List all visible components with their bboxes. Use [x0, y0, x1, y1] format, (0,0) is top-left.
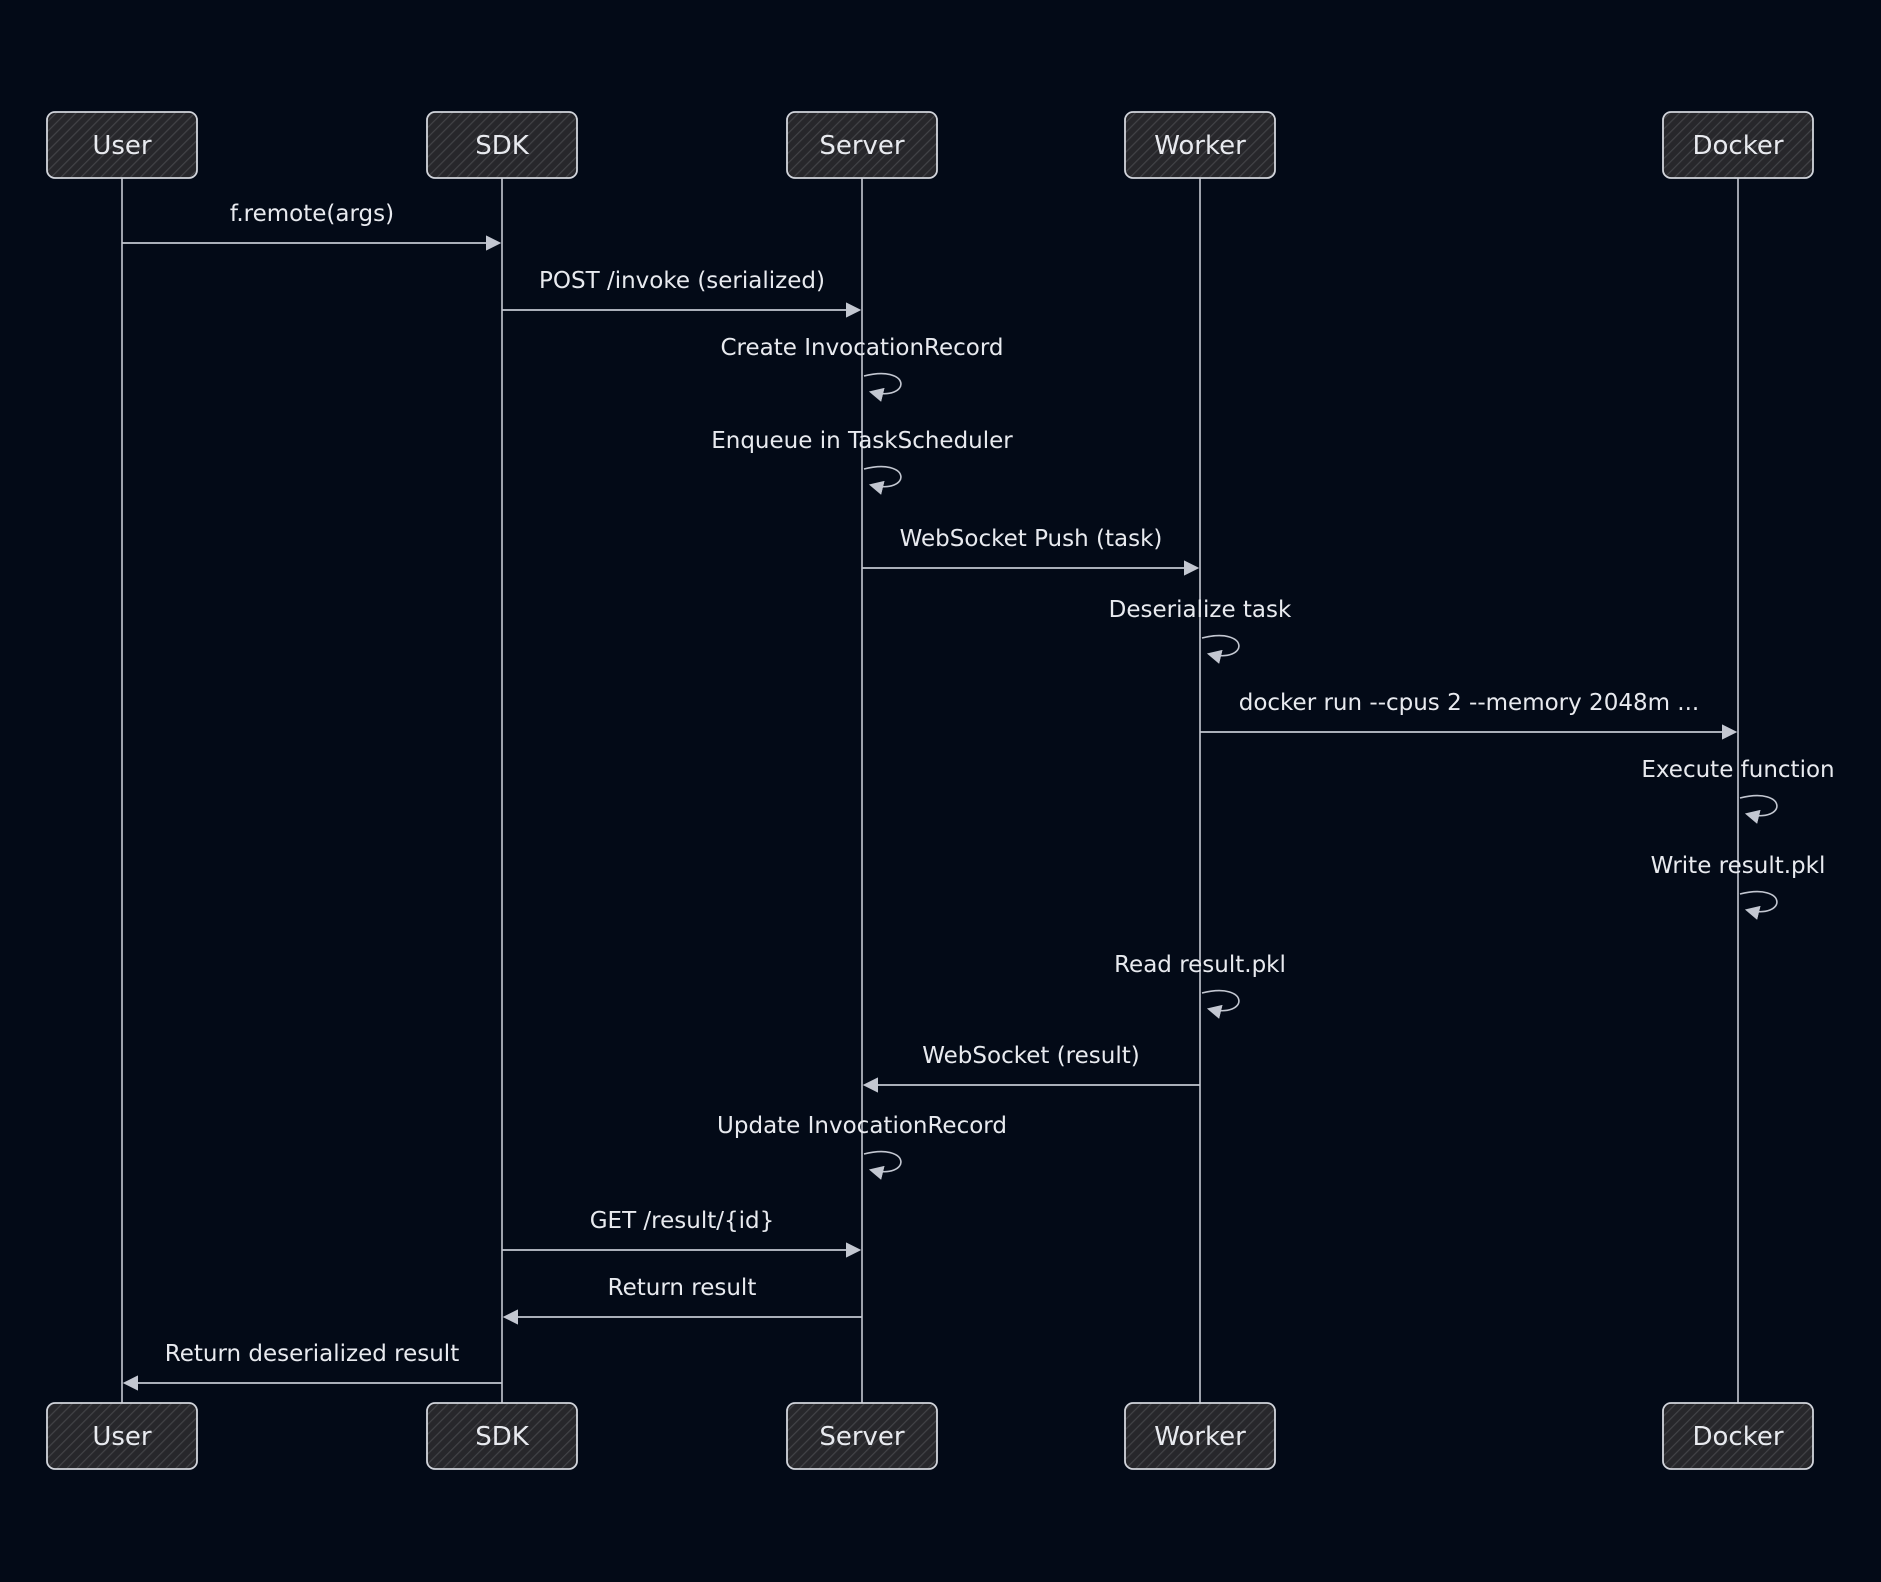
actor-user-top: User: [46, 111, 198, 179]
message-5: WebSocket Push (task): [862, 526, 1200, 576]
actor-box-user-bottom: [46, 1402, 198, 1470]
actor-box-worker-top: [1124, 111, 1276, 179]
self-message-label-12: Update InvocationRecord: [717, 1113, 1007, 1139]
self-message-4: Enqueue in TaskScheduler: [711, 428, 1013, 495]
self-loop-8: [1739, 794, 1778, 824]
actor-label-worker-bottom: Worker: [1154, 1422, 1246, 1452]
self-message-8: Execute function: [1641, 757, 1835, 824]
self-message-label-6: Deserialize task: [1109, 597, 1292, 623]
actor-label-server-bottom: Server: [819, 1422, 905, 1452]
actor-box-worker-bottom: [1124, 1402, 1276, 1470]
self-message-label-8: Execute function: [1641, 757, 1834, 783]
actor-label-sdk-top: SDK: [475, 131, 530, 161]
actor-label-sdk-bottom: SDK: [475, 1422, 530, 1452]
actor-user-bottom: User: [46, 1402, 198, 1470]
self-message-9: Write result.pkl: [1651, 853, 1826, 920]
actor-box-server-top: [786, 111, 938, 179]
self-loop-10: [1201, 989, 1240, 1019]
message-label-5: WebSocket Push (task): [900, 526, 1163, 552]
message-label-15: Return deserialized result: [165, 1341, 459, 1367]
actor-box-user-top: [46, 111, 198, 179]
self-loop-3: [863, 372, 902, 402]
message-label-2: POST /invoke (serialized): [539, 268, 825, 294]
self-message-label-9: Write result.pkl: [1651, 853, 1826, 879]
actor-box-sdk-bottom: [426, 1402, 578, 1470]
actor-box-sdk-top: [426, 111, 578, 179]
actor-sdk-bottom: SDK: [426, 1402, 578, 1470]
self-loop-12: [863, 1150, 902, 1180]
actor-label-docker-bottom: Docker: [1692, 1422, 1783, 1452]
self-message-12: Update InvocationRecord: [717, 1113, 1007, 1180]
message-15: Return deserialized result: [122, 1341, 502, 1391]
message-7: docker run --cpus 2 --memory 2048m ...: [1200, 690, 1738, 740]
actor-box-docker-top: [1662, 111, 1814, 179]
message-13: GET /result/{id}: [502, 1208, 862, 1258]
message-label-1: f.remote(args): [230, 201, 394, 227]
message-1: f.remote(args): [122, 201, 502, 251]
self-message-label-4: Enqueue in TaskScheduler: [711, 428, 1013, 454]
actor-server-top: Server: [786, 111, 938, 179]
actor-sdk-top: SDK: [426, 111, 578, 179]
actor-label-docker-top: Docker: [1692, 131, 1783, 161]
actor-docker-bottom: Docker: [1662, 1402, 1814, 1470]
message-14: Return result: [502, 1275, 862, 1325]
self-message-10: Read result.pkl: [1114, 952, 1286, 1019]
actor-box-docker-bottom: [1662, 1402, 1814, 1470]
self-message-3: Create InvocationRecord: [720, 335, 1004, 402]
self-loop-4: [863, 465, 902, 495]
actor-label-user-bottom: User: [92, 1422, 152, 1452]
actor-worker-top: Worker: [1124, 111, 1276, 179]
self-loop-6: [1201, 634, 1240, 664]
actor-label-worker-top: Worker: [1154, 131, 1246, 161]
message-11: WebSocket (result): [862, 1043, 1200, 1093]
message-2: POST /invoke (serialized): [502, 268, 862, 318]
message-label-7: docker run --cpus 2 --memory 2048m ...: [1239, 690, 1700, 716]
self-loop-9: [1739, 890, 1778, 920]
actor-worker-bottom: Worker: [1124, 1402, 1276, 1470]
actor-server-bottom: Server: [786, 1402, 938, 1470]
self-message-6: Deserialize task: [1109, 597, 1292, 664]
actor-docker-top: Docker: [1662, 111, 1814, 179]
message-label-11: WebSocket (result): [922, 1043, 1139, 1069]
actor-label-server-top: Server: [819, 131, 905, 161]
self-message-label-10: Read result.pkl: [1114, 952, 1286, 978]
message-label-14: Return result: [608, 1275, 757, 1301]
self-message-label-3: Create InvocationRecord: [720, 335, 1003, 361]
message-label-13: GET /result/{id}: [590, 1208, 775, 1234]
actor-box-server-bottom: [786, 1402, 938, 1470]
actor-label-user-top: User: [92, 131, 152, 161]
